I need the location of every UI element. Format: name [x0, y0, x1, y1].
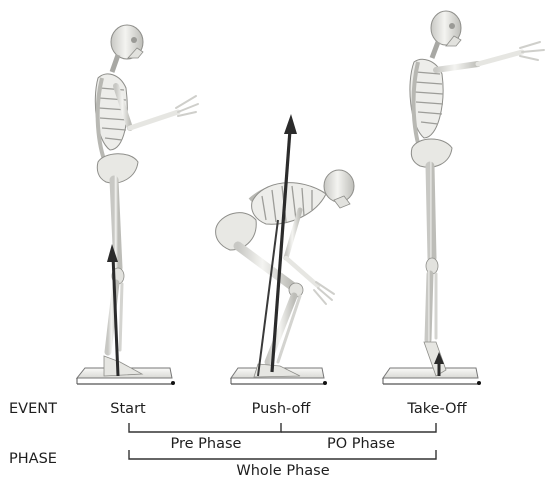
event-take-off-label: Take-Off	[407, 401, 466, 417]
figure-take-off	[383, 11, 544, 385]
po-phase-label: PO Phase	[324, 436, 398, 452]
skeleton-take-off	[410, 11, 544, 376]
event-push-off-label: Push-off	[252, 401, 311, 417]
pre-phase-bracket	[129, 423, 281, 432]
phase-row-label: PHASE	[9, 451, 57, 467]
skeleton-start	[95, 25, 198, 376]
po-phase-bracket	[281, 423, 436, 432]
pre-phase-label: Pre Phase	[168, 436, 245, 452]
figure-push-off	[216, 114, 354, 385]
figure-start	[77, 25, 198, 385]
event-start-label: Start	[110, 401, 145, 417]
force-plate-take-off	[383, 368, 481, 385]
whole-phase-label: Whole Phase	[233, 463, 332, 479]
event-row-label: EVENT	[9, 401, 57, 417]
